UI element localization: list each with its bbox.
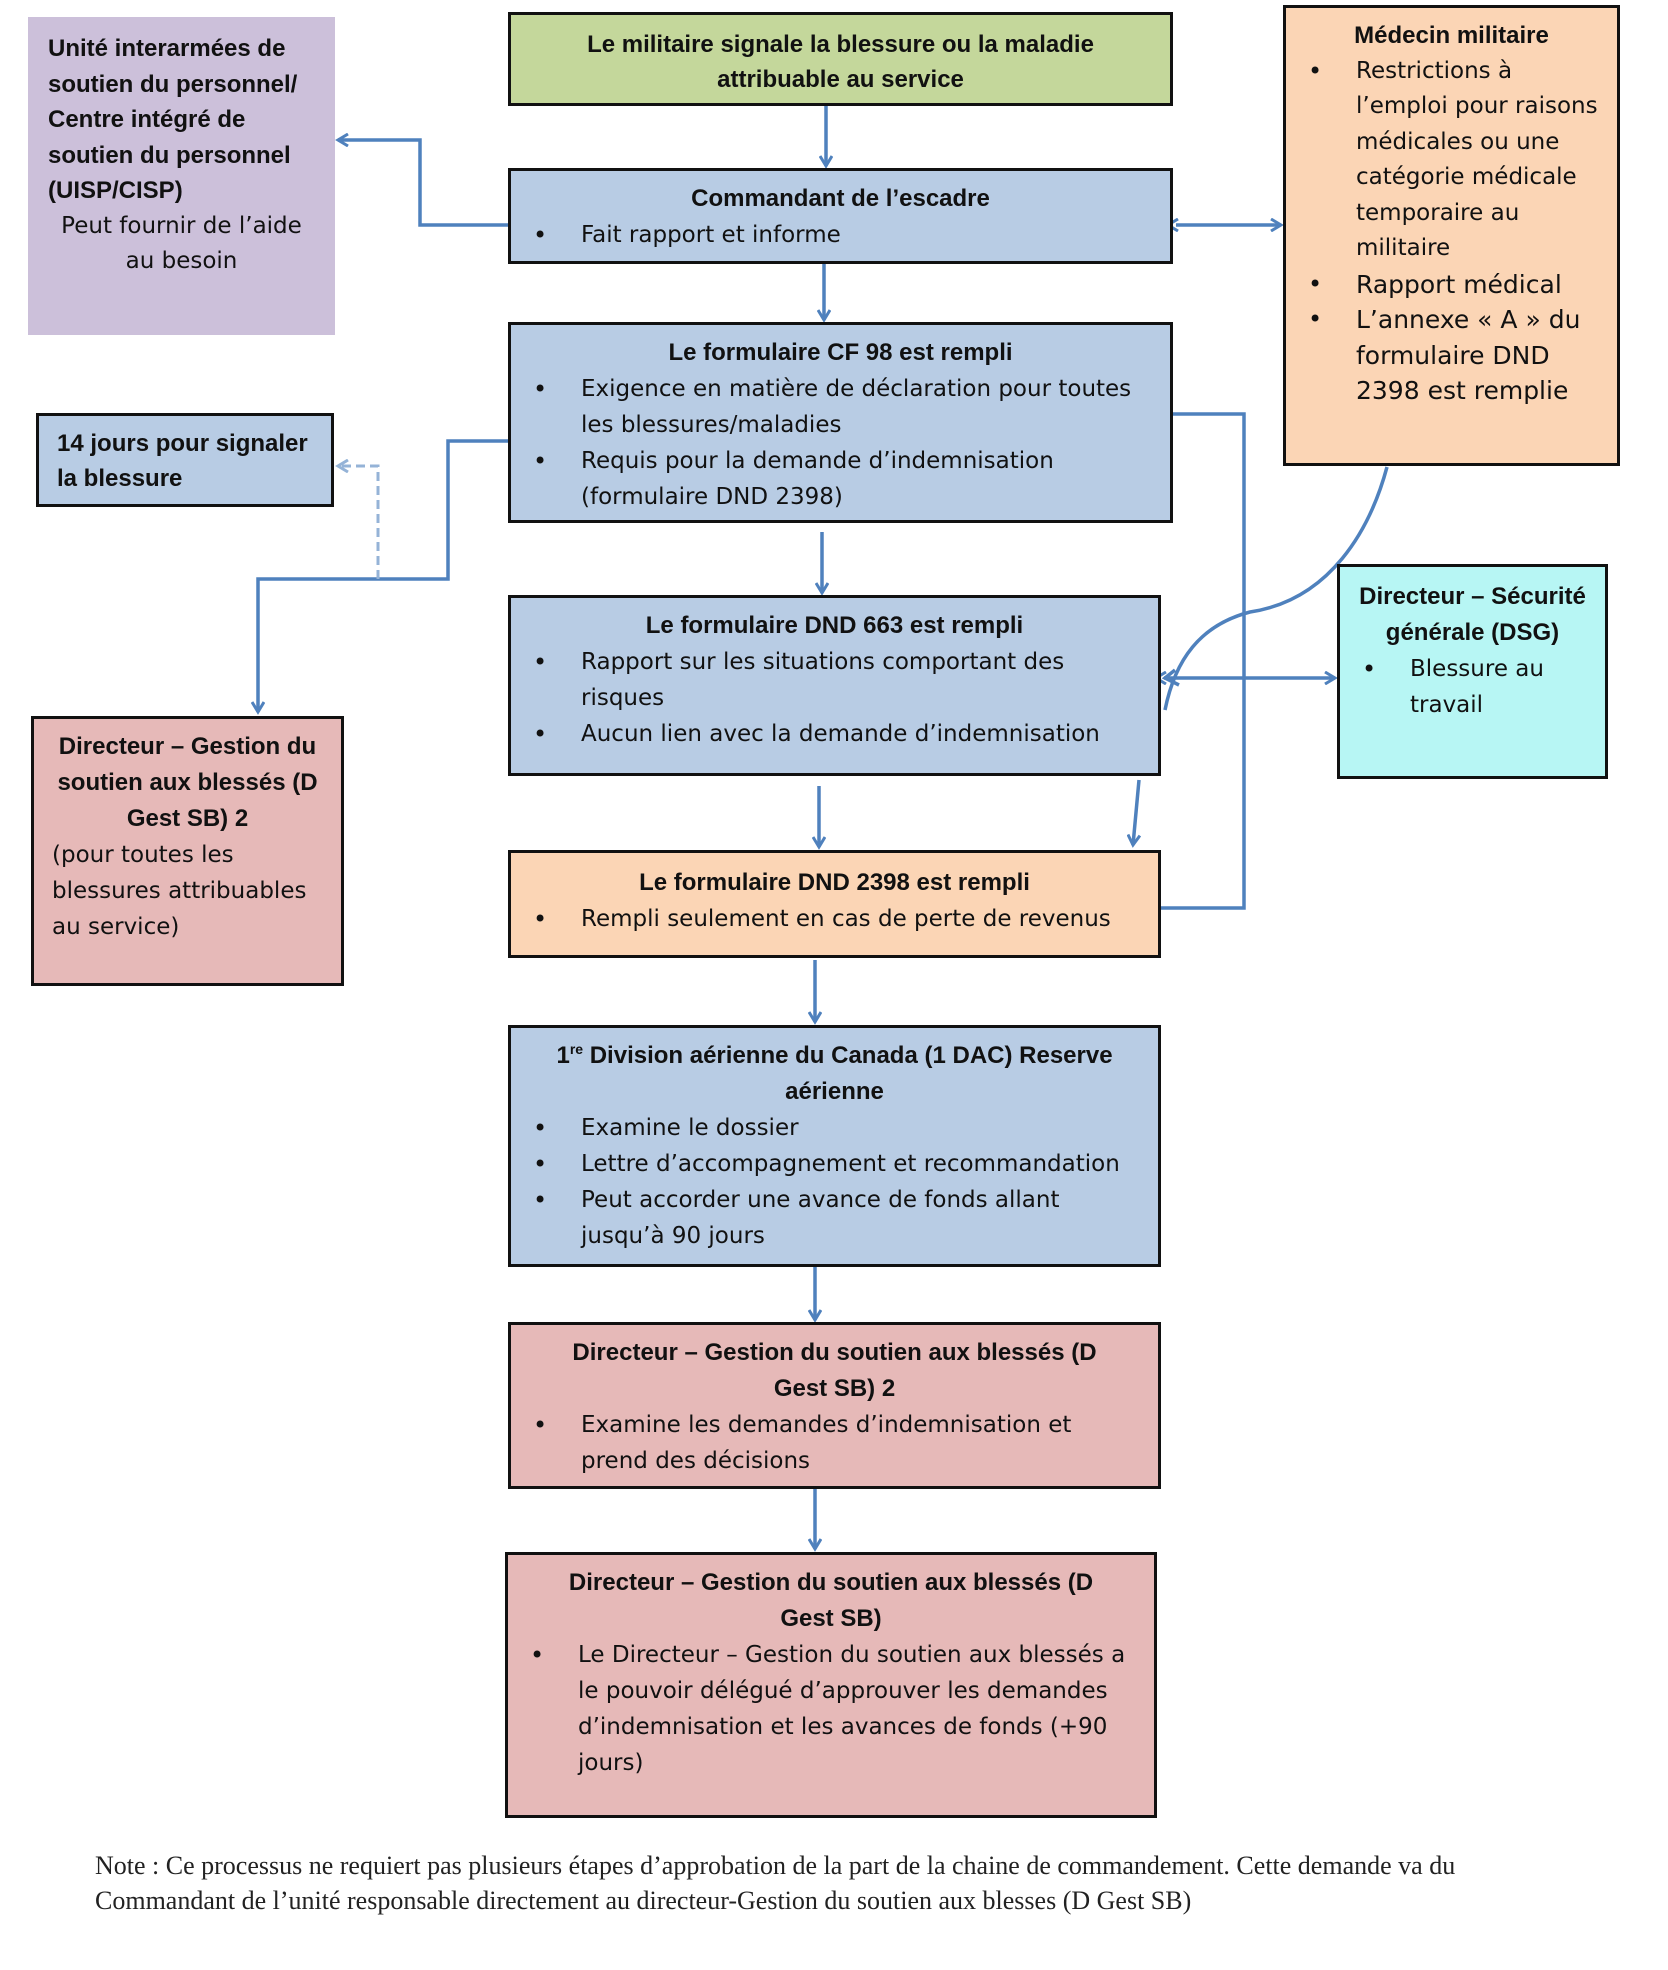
medecin-bullet: Rapport médical [1300, 267, 1603, 303]
dgsb-final-box: Directeur – Gestion du soutien aux bless… [505, 1552, 1157, 1818]
dgsb-final-title: Directeur – Gestion du soutien aux bless… [568, 1569, 1094, 1632]
medecin-box: Médecin militaire Restrictions à l’emplo… [1283, 5, 1620, 466]
dac-title-prefix: 1 [556, 1042, 570, 1069]
commandant-title: Commandant de l’escadre [691, 185, 990, 212]
dac-box: 1re Division aérienne du Canada (1 DAC) … [508, 1025, 1161, 1267]
dnd663-bullet: Aucun lien avec la demande d’indemnisati… [525, 716, 1144, 752]
dnd2398-title: Le formulaire DND 2398 est rempli [639, 869, 1030, 896]
dnd2398-bullet: Rempli seulement en cas de perte de reve… [525, 901, 1144, 937]
start-title: Le militaire signale la blessure ou la m… [587, 31, 1094, 93]
medecin-bullet: L’annexe « A » du formulaire DND 2398 es… [1300, 302, 1603, 409]
fourteen-days-title: 14 jours pour signaler la blessure [57, 430, 308, 492]
dnd663-bullet: Rapport sur les situations comportant de… [525, 644, 1144, 716]
dsg-title: Directeur – Sécurité générale (DSG) [1359, 583, 1586, 646]
uisp-title: Unité interarmées de soutien du personne… [48, 35, 298, 204]
dnd663-title: Le formulaire DND 663 est rempli [645, 612, 1024, 639]
dac-title: 1re Division aérienne du Canada (1 DAC) … [525, 1038, 1144, 1110]
cf98-title: Le formulaire CF 98 est rempli [668, 339, 1013, 366]
dac-title-rest: Division aérienne du Canada (1 DAC) Rese… [583, 1042, 1113, 1105]
footnote: Note : Ce processus ne requiert pas plus… [95, 1851, 1456, 1915]
start-box: Le militaire signale la blessure ou la m… [508, 12, 1173, 106]
commandant-box: Commandant de l’escadre Fait rapport et … [508, 168, 1173, 264]
uisp-cisp-box: Unité interarmées de soutien du personne… [28, 17, 335, 335]
medecin-title: Médecin militaire [1354, 22, 1549, 49]
dnd663-box: Le formulaire DND 663 est rempli Rapport… [508, 595, 1161, 776]
dgsb-final-bullet: Le Directeur – Gestion du soutien aux bl… [522, 1637, 1140, 1781]
uisp-text: Peut fournir de l’aide au besoin [61, 212, 302, 275]
cf98-box: Le formulaire CF 98 est rempli Exigence … [508, 322, 1173, 523]
dgsb2-center-title: Directeur – Gestion du soutien aux bless… [572, 1339, 1097, 1402]
dgsb2-center-bullet: Examine les demandes d’indemnisation et … [525, 1407, 1144, 1479]
dsg-bullet: Blessure au travail [1354, 651, 1591, 723]
dac-bullet: Peut accorder une avance de fonds allant… [525, 1182, 1144, 1254]
dgsb2-left-box: Directeur – Gestion du soutien aux bless… [31, 716, 344, 986]
dashed-arrow-to-14-jours [338, 466, 380, 579]
dnd2398-box: Le formulaire DND 2398 est rempli Rempli… [508, 850, 1161, 958]
dac-bullet: Lettre d’accompagnement et recommandatio… [525, 1146, 1144, 1182]
cf98-bullet: Requis pour la demande d’indemnisation (… [525, 443, 1156, 515]
dsg-box: Directeur – Sécurité générale (DSG) Bles… [1337, 564, 1608, 779]
dac-title-sup: re [569, 1041, 584, 1057]
arrow-commandant-to-uisp [338, 140, 508, 227]
dgsb2-center-box: Directeur – Gestion du soutien aux bless… [508, 1322, 1161, 1489]
medecin-bullet: Restrictions à l’emploi pour raisons méd… [1300, 54, 1603, 267]
dgsb2-left-text: (pour toutes les blessures attribuables … [52, 842, 307, 940]
arrow-dnd663-side-to-dnd2398 [1133, 779, 1139, 845]
cf98-bullet: Exigence en matière de déclaration pour … [525, 371, 1156, 443]
fourteen-days-box: 14 jours pour signaler la blessure [36, 413, 334, 507]
commandant-bullet: Fait rapport et informe [525, 217, 1156, 253]
dgsb2-left-title: Directeur – Gestion du soutien aux bless… [57, 733, 318, 832]
connector-cf98-to-dnd2398 [1161, 412, 1246, 910]
dac-bullet: Examine le dossier [525, 1110, 1144, 1146]
